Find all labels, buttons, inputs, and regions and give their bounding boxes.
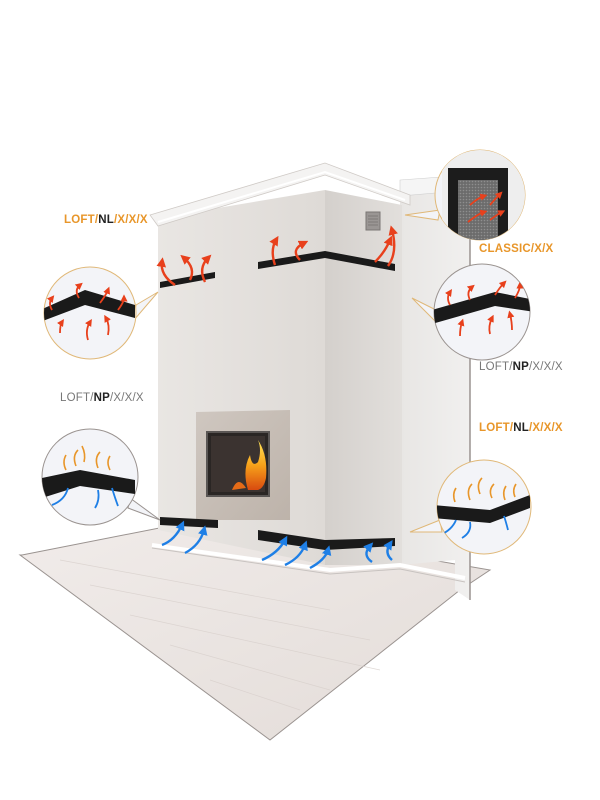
side-vent xyxy=(365,211,381,231)
label-model: NP xyxy=(93,392,110,404)
callout-upper-right xyxy=(411,263,531,361)
label-lower-right: LOFT/NL/X/X/X xyxy=(479,422,563,434)
label-prefix: LOFT/ xyxy=(479,361,513,373)
label-suffix: /X/X/X xyxy=(528,361,563,373)
lower-grille-corner xyxy=(258,530,395,550)
fire-icon xyxy=(245,440,267,490)
skirting-board xyxy=(151,543,466,580)
lower-grille-left xyxy=(160,517,218,528)
label-prefix: LOFT/ xyxy=(479,422,514,434)
label-model: NL xyxy=(513,422,529,434)
label-top-right: CLASSIC/X/X xyxy=(479,243,553,255)
label-suffix: /X/X/X xyxy=(109,392,144,404)
callout-classic xyxy=(404,149,526,241)
callout-lower-left xyxy=(41,428,161,526)
label-mid-left: LOFT/NP/X/X/X xyxy=(60,392,144,404)
label-prefix: LOFT/ xyxy=(64,214,99,226)
callout-upper-left xyxy=(43,266,159,360)
label-model: NL xyxy=(98,214,114,226)
callout-lower-right xyxy=(409,459,532,555)
label-model: NP xyxy=(512,361,529,373)
label-top-left: LOFT/NL/X/X/X xyxy=(64,214,148,226)
chimney-side xyxy=(325,190,402,565)
label-suffix: /X/X/X xyxy=(528,422,563,434)
label-prefix: LOFT/ xyxy=(60,392,94,404)
label-suffix: /X/X/X xyxy=(113,214,148,226)
label-mid-right: LOFT/NP/X/X/X xyxy=(479,361,563,373)
upper-grille-corner xyxy=(258,251,395,271)
label-text: CLASSIC/X/X xyxy=(479,243,554,255)
